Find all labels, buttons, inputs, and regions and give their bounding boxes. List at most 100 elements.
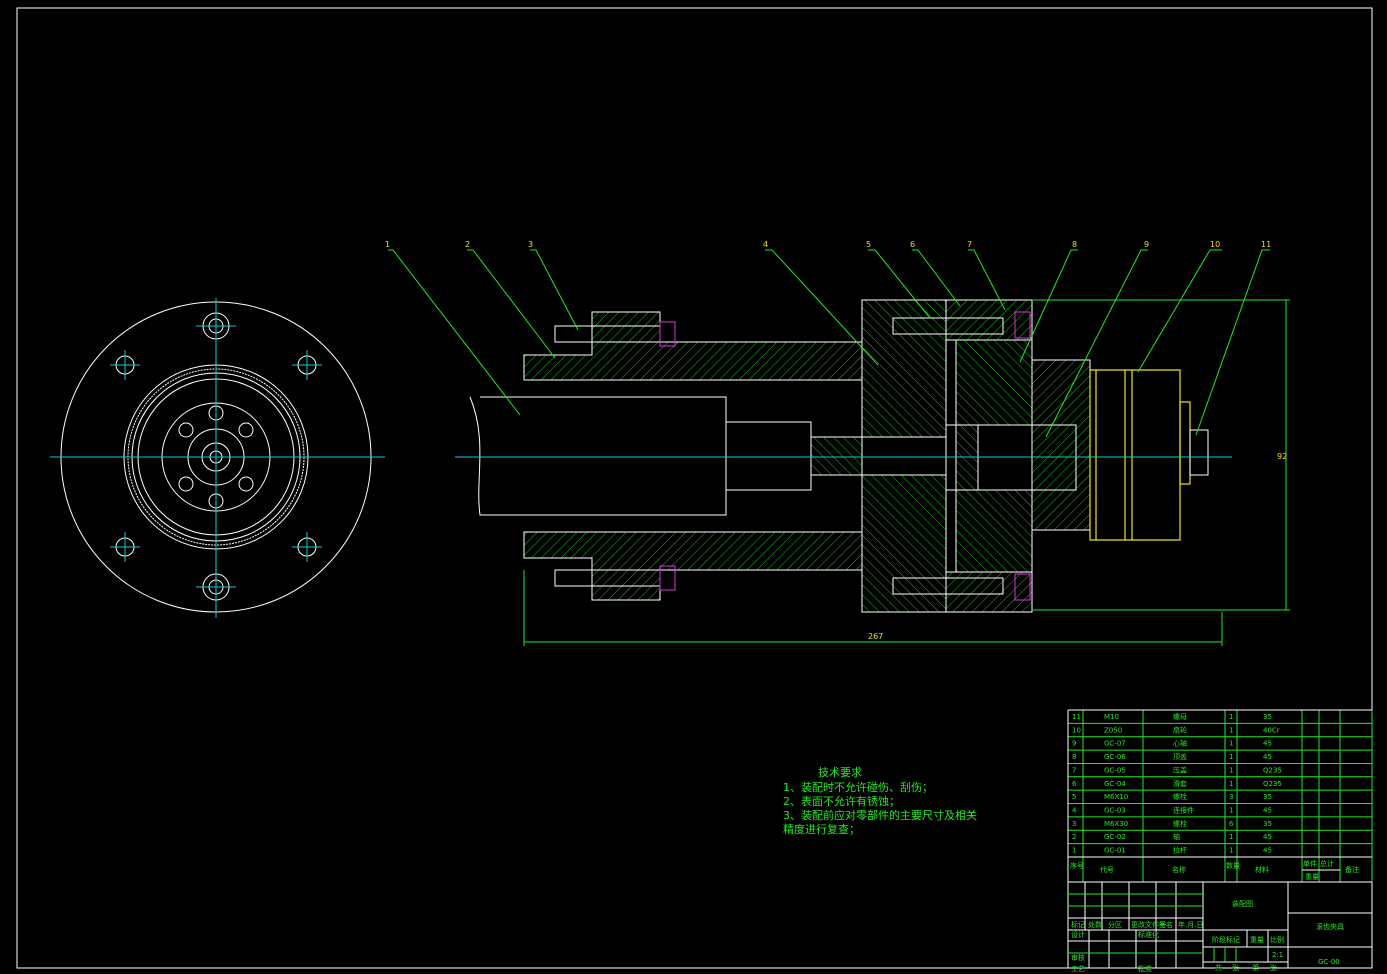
label-standard: 标准化 xyxy=(1138,930,1159,939)
bom-cell-material: 45 xyxy=(1263,753,1272,761)
bom-cell-no: 8 xyxy=(1072,753,1076,761)
bom-cell-no: 7 xyxy=(1072,766,1076,774)
bom-cell-code: M10 xyxy=(1104,713,1119,721)
bom-header-code: 代号 xyxy=(1100,865,1114,874)
bom-cell-code: GC-05 xyxy=(1104,766,1126,774)
bom-cell-qty: 1 xyxy=(1229,726,1233,734)
bom-cell-no: 3 xyxy=(1072,820,1076,828)
label-approve: 批准 xyxy=(1138,964,1152,973)
label-sheets: 张 xyxy=(1232,963,1239,972)
balloon-4: 4 xyxy=(763,240,768,249)
label-process: 工艺 xyxy=(1071,965,1085,973)
drawing-number: GC-00 xyxy=(1318,958,1340,966)
bom-cell-code: GC-01 xyxy=(1104,847,1126,855)
balloon-8: 8 xyxy=(1072,240,1077,249)
bom-cell-material: 35 xyxy=(1263,820,1272,828)
bom-cell-name: 螺栓 xyxy=(1173,792,1187,801)
dimension-length: 267 xyxy=(523,570,1223,646)
bom-cell-name: 螺栓 xyxy=(1173,819,1187,828)
balloon-10: 10 xyxy=(1210,240,1220,249)
dimension-length-label: 267 xyxy=(868,632,883,641)
label-zone: 分区 xyxy=(1108,920,1122,929)
bom-cell-qty: 3 xyxy=(1229,793,1233,801)
bom-cell-qty: 1 xyxy=(1229,807,1233,815)
bom-cell-no: 6 xyxy=(1072,780,1077,788)
bom-cell-no: 11 xyxy=(1072,713,1081,721)
label-sheet-of: 张 xyxy=(1270,963,1277,972)
bom-cell-no: 4 xyxy=(1072,807,1077,815)
bom-header-qty: 数量 xyxy=(1226,861,1240,870)
bom-cell-qty: 6 xyxy=(1229,820,1234,828)
bom-cell-code: M6X30 xyxy=(1104,820,1128,828)
bom-cell-name: 螺母 xyxy=(1173,712,1187,721)
drawing-frame xyxy=(16,7,1373,969)
bom-cell-name: 拉杆 xyxy=(1173,846,1187,855)
balloon-9: 9 xyxy=(1144,240,1149,249)
balloon-2: 2 xyxy=(465,240,470,249)
label-date: 年.月.日 xyxy=(1178,920,1203,929)
bom-cell-qty: 1 xyxy=(1229,753,1233,761)
bom-cell-qty: 1 xyxy=(1229,780,1233,788)
label-mark: 标记 xyxy=(1071,920,1085,929)
end-view xyxy=(50,298,385,618)
dimension-height: 92 xyxy=(1032,299,1290,611)
bom-cell-code: GC-03 xyxy=(1104,807,1126,815)
bom-cell-code: GC-07 xyxy=(1104,740,1126,748)
bom-header-material: 材料 xyxy=(1255,865,1269,874)
dimension-height-label: 92 xyxy=(1277,452,1287,461)
label-sign: 签名 xyxy=(1159,920,1173,929)
bom-cell-name: 顶盖 xyxy=(1173,752,1187,761)
bom-cell-material: 35 xyxy=(1263,713,1272,721)
scale-value: 2:1 xyxy=(1272,951,1283,959)
bom-cell-name: 压盖 xyxy=(1173,765,1187,774)
bom-cell-qty: 1 xyxy=(1229,833,1233,841)
bom-cell-no: 5 xyxy=(1072,793,1076,801)
label-weight: 重量 xyxy=(1250,936,1264,944)
bom-cell-no: 1 xyxy=(1072,847,1076,855)
requirement-line: 2、表面不允许有锈蚀； xyxy=(783,794,900,808)
bom-cell-name: 轴 xyxy=(1173,832,1180,841)
bom-header-name: 名称 xyxy=(1172,865,1186,874)
bom-cell-name: 滑套 xyxy=(1173,779,1187,788)
bom-cell-no: 10 xyxy=(1072,726,1081,734)
label-review: 审核 xyxy=(1071,953,1085,962)
bom-header-weight: 重量 xyxy=(1305,873,1319,881)
bom-cell-material: 45 xyxy=(1263,740,1272,748)
label-design: 设计 xyxy=(1071,930,1085,939)
drawing-type: 装配图 xyxy=(1232,899,1253,908)
bom-cell-code: GC-04 xyxy=(1104,780,1126,788)
requirements-title: 技术要求 xyxy=(818,766,862,779)
label-scale: 比例 xyxy=(1270,935,1284,944)
balloon-6: 6 xyxy=(910,240,915,249)
balloon-1: 1 xyxy=(385,240,390,249)
title-block: 标记 处数 分区 更改文件号 签名 年.月.日 设计 标准化 审核 工艺 批准 … xyxy=(1067,709,1372,973)
bom-cell-material: 45 xyxy=(1263,807,1272,815)
bom-cell-material: Q235 xyxy=(1263,766,1282,774)
balloon-5: 5 xyxy=(866,240,871,249)
bom-cell-material: 35 xyxy=(1263,793,1272,801)
label-stage: 阶段标记 xyxy=(1212,935,1240,944)
requirement-line: 1、装配时不允许碰伤、刮伤； xyxy=(783,780,933,794)
drawing-name: 滚齿夹具 xyxy=(1316,922,1344,931)
bom-cell-name: 心轴 xyxy=(1173,739,1187,748)
label-doc: 更改文件号 xyxy=(1131,920,1166,929)
bom-header-no: 序号 xyxy=(1070,861,1084,870)
bom-cell-code: GC-06 xyxy=(1104,753,1126,761)
bom-header-total: 总计 xyxy=(1320,859,1334,868)
bom-cell-material: Q235 xyxy=(1263,780,1282,788)
balloon-7: 7 xyxy=(967,240,972,249)
balloon-11: 11 xyxy=(1261,240,1271,249)
requirement-line: 精度进行复查； xyxy=(783,822,860,836)
label-sheets-total: 共 xyxy=(1215,963,1222,972)
bom-cell-qty: 1 xyxy=(1229,740,1233,748)
bom-cell-name: 扇轮 xyxy=(1173,725,1187,734)
bom-cell-qty: 1 xyxy=(1229,847,1233,855)
bom-cell-no: 2 xyxy=(1072,833,1076,841)
section-view: 267 92 1 2 3 4 5 6 7 8 9 10 11 xyxy=(385,240,1290,646)
label-sheet-no: 第 xyxy=(1252,963,1259,972)
bom-cell-qty: 1 xyxy=(1229,766,1233,774)
bom-cell-material: 40Cr xyxy=(1263,726,1280,734)
bom-header-unit: 单件 xyxy=(1303,859,1317,868)
